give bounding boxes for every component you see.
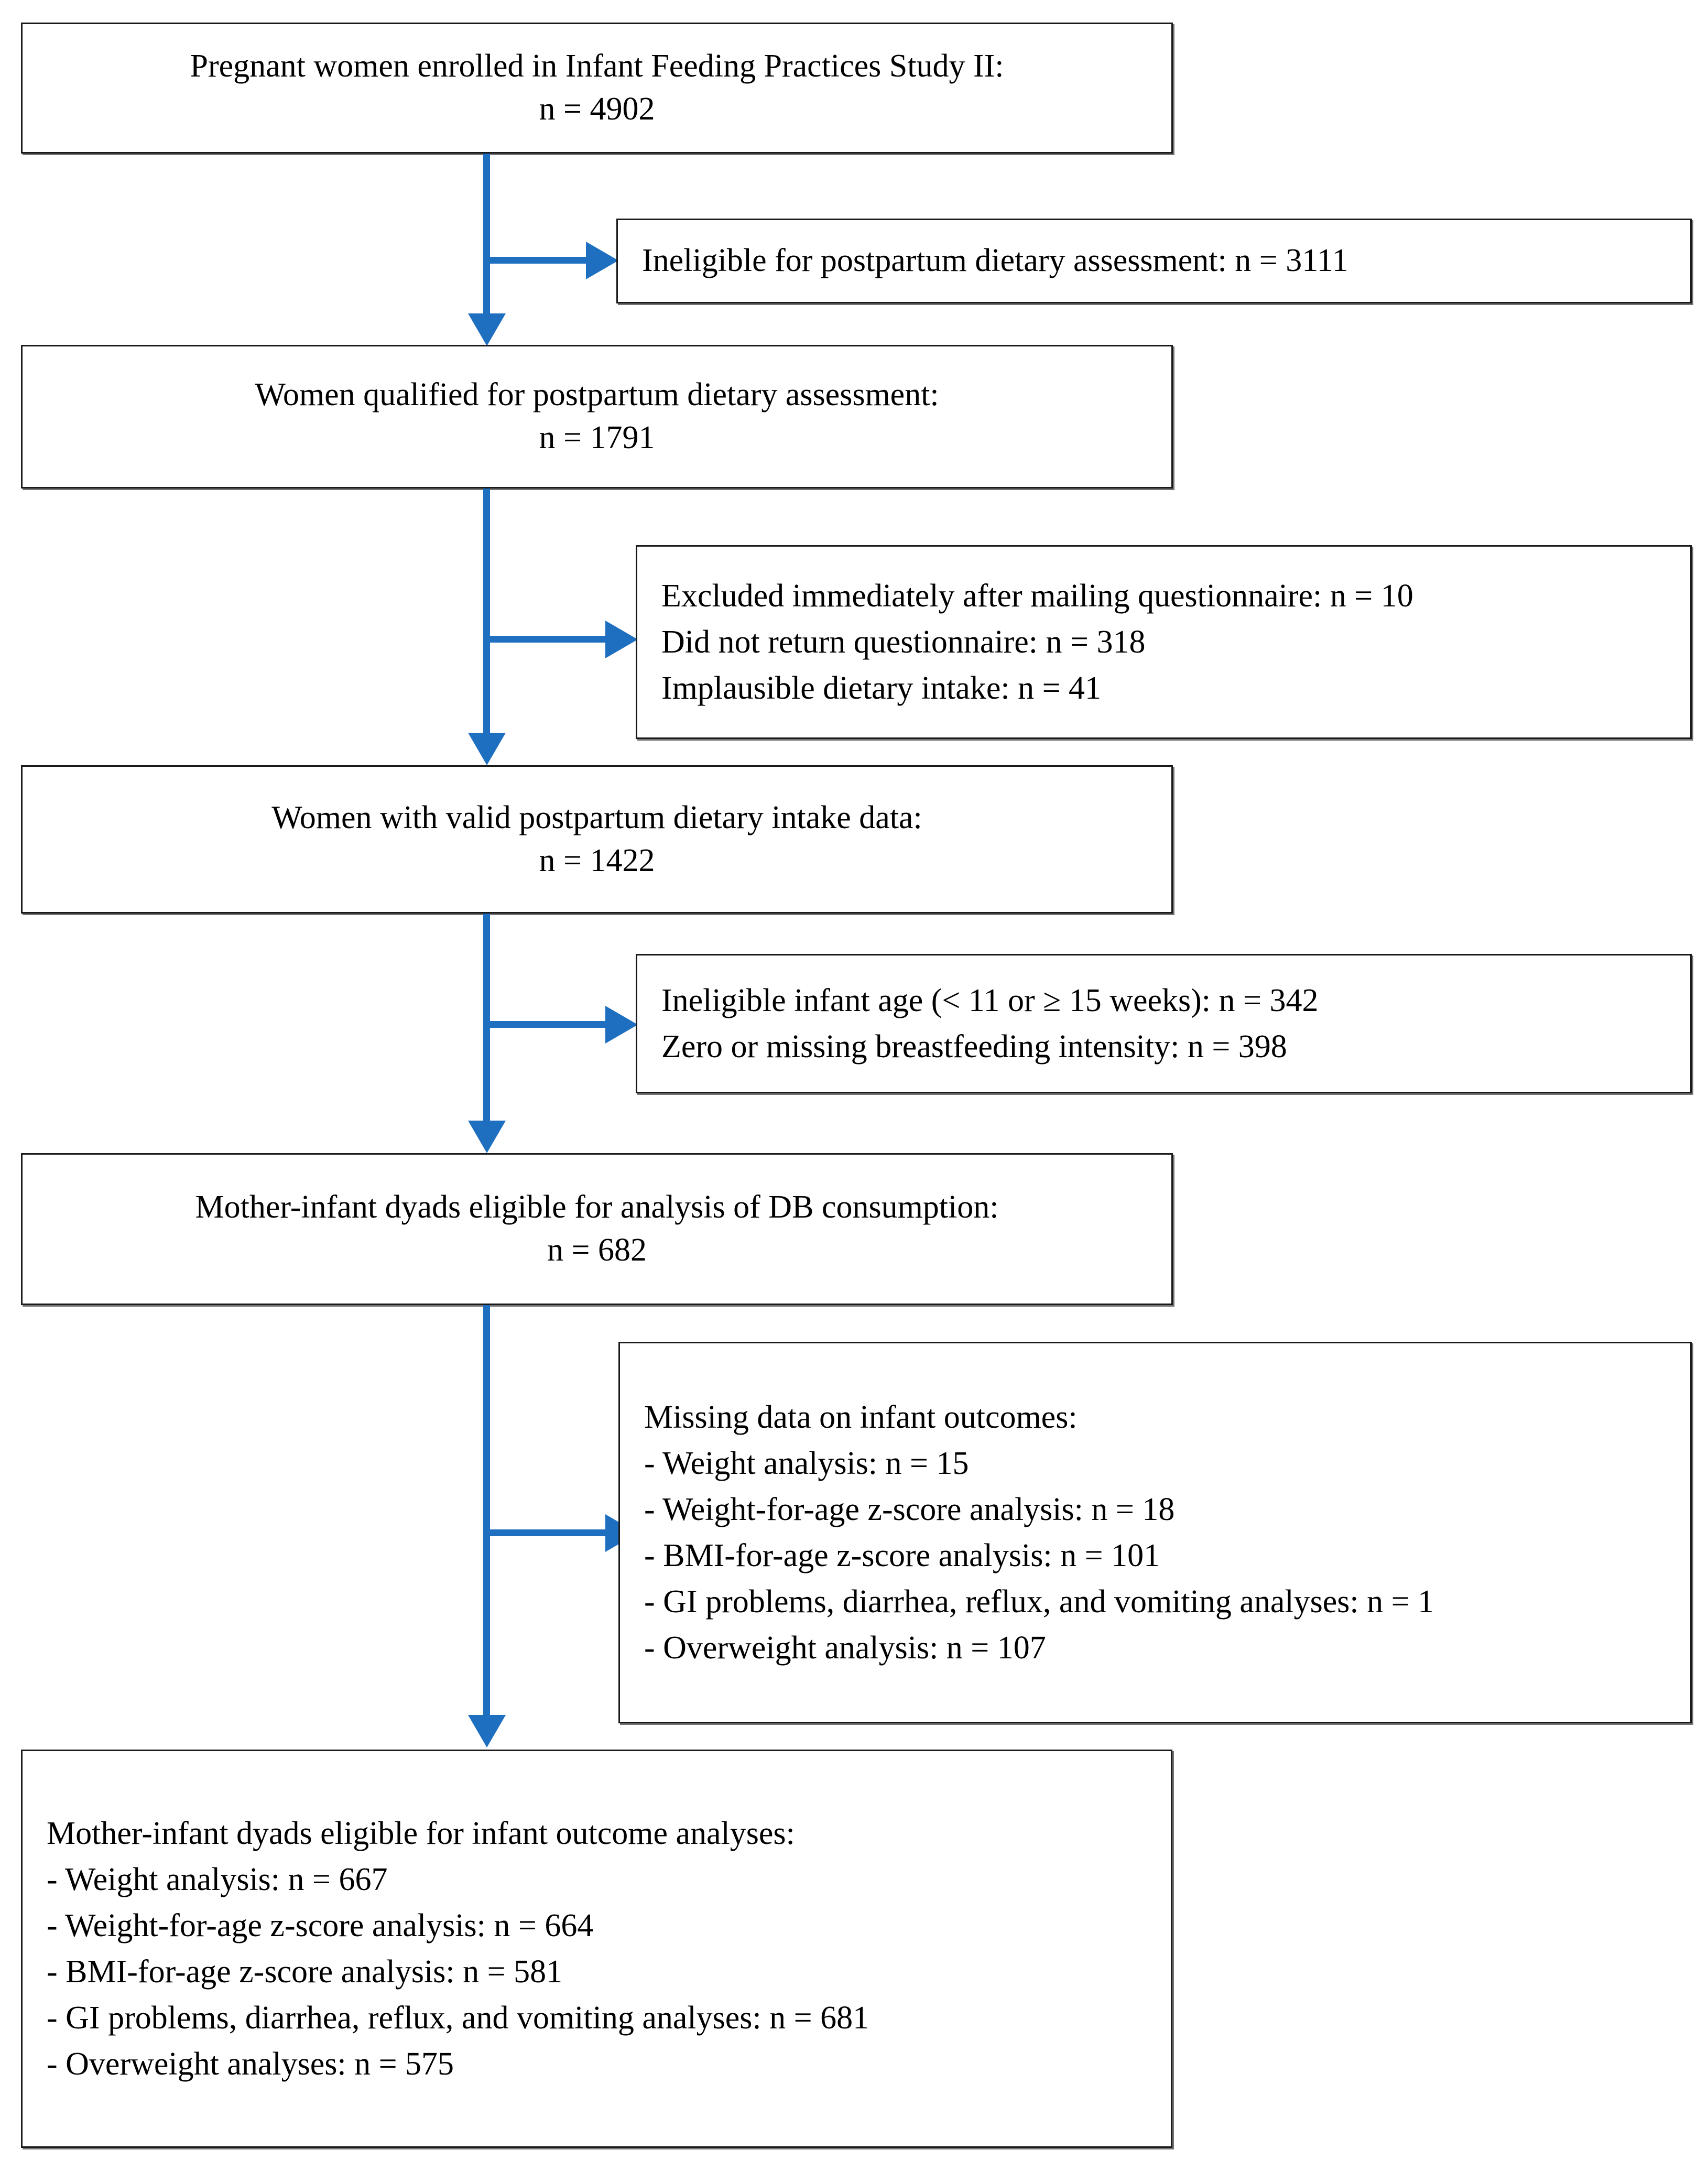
node-qualified-line-2: n = 1791 [539,420,655,455]
connector-eligible-to-final [483,1305,490,1717]
node-eligible-db-line-1: Mother-infant dyads eligible for analysi… [195,1189,999,1225]
connector-branch-exclude-3 [486,1021,608,1028]
node-exclude-3: Ineligible infant age (< 11 or ≥ 15 week… [636,954,1692,1093]
node-final-line-2: - Weight analysis: n = 667 [47,1861,388,1897]
connector-valid-to-eligible [483,914,490,1123]
node-valid-intake-line-1: Women with valid postpartum dietary inta… [271,799,922,835]
node-enrolled-line-2: n = 4902 [539,91,655,127]
arrowhead-branch-exclude-2 [605,621,638,658]
node-final-line-5: - GI problems, diarrhea, reflux, and vom… [47,2000,869,2036]
connector-branch-exclude-2 [486,636,608,643]
connector-branch-exclude-1 [486,257,589,264]
arrowhead-branch-exclude-1 [586,242,618,279]
node-enrolled-line-1: Pregnant women enrolled in Infant Feedin… [190,48,1004,84]
node-exclude-3-line-1: Ineligible infant age (< 11 or ≥ 15 week… [661,982,1319,1018]
node-exclude-4-line-1: Missing data on infant outcomes: [644,1399,1078,1435]
node-final-line-1: Mother-infant dyads eligible for infant … [47,1815,795,1851]
node-eligible-db: Mother-infant dyads eligible for analysi… [21,1153,1173,1305]
connector-qualified-to-valid [483,488,490,736]
node-exclude-4-line-3: - Weight-for-age z-score analysis: n = 1… [644,1491,1175,1527]
node-exclude-2: Excluded immediately after mailing quest… [636,545,1692,739]
node-final-line-6: - Overweight analyses: n = 575 [47,2046,454,2082]
node-exclude-4-line-5: - GI problems, diarrhea, reflux, and vom… [644,1584,1434,1620]
node-valid-intake: Women with valid postpartum dietary inta… [21,765,1173,914]
node-exclude-2-line-3: Implausible dietary intake: n = 41 [661,670,1102,707]
node-qualified: Women qualified for postpartum dietary a… [21,345,1173,488]
node-exclude-3-line-2: Zero or missing breastfeeding intensity:… [661,1029,1287,1065]
node-eligible-db-line-2: n = 682 [547,1232,647,1268]
node-final: Mother-infant dyads eligible for infant … [21,1750,1172,2148]
arrowhead-valid-to-eligible [468,1121,506,1153]
node-final-line-3: - Weight-for-age z-score analysis: n = 6… [47,1907,594,1943]
node-exclude-2-line-1: Excluded immediately after mailing quest… [661,578,1413,614]
node-enrolled: Pregnant women enrolled in Infant Feedin… [21,23,1173,154]
node-exclude-2-line-2: Did not return questionnaire: n = 318 [661,624,1146,660]
arrowhead-enrolled-to-qualified [468,313,506,346]
node-final-line-4: - BMI-for-age z-score analysis: n = 581 [47,1954,563,1990]
node-exclude-4: Missing data on infant outcomes: - Weigh… [618,1342,1692,1723]
connector-branch-exclude-4 [486,1529,608,1536]
arrowhead-qualified-to-valid [468,733,506,765]
arrowhead-branch-exclude-3 [605,1006,638,1044]
node-exclude-4-line-4: - BMI-for-age z-score analysis: n = 101 [644,1538,1160,1573]
node-exclude-4-line-2: - Weight analysis: n = 15 [644,1445,969,1481]
arrowhead-eligible-to-final [468,1715,506,1747]
node-valid-intake-line-2: n = 1422 [539,842,655,878]
node-exclude-1-line-1: Ineligible for postpartum dietary assess… [642,243,1348,279]
node-exclude-4-line-6: - Overweight analysis: n = 107 [644,1630,1046,1666]
node-exclude-1: Ineligible for postpartum dietary assess… [616,219,1692,303]
node-qualified-line-1: Women qualified for postpartum dietary a… [255,377,939,413]
connector-enrolled-to-qualified [483,154,490,318]
